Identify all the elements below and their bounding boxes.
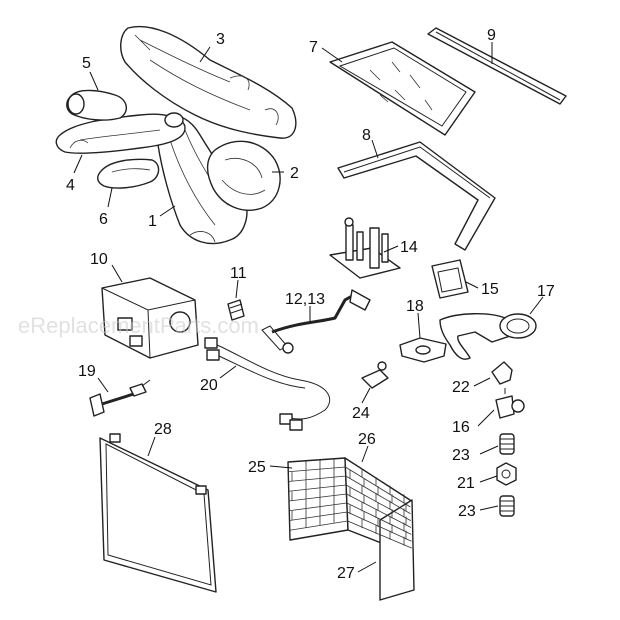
pilot-assembly-14 [329,217,401,279]
spring-23-lower [499,495,515,517]
callout-4: 4 [66,177,75,194]
watermark: eReplacementParts.com [18,313,259,338]
callout-1: 1 [148,213,157,230]
gasket-18 [399,337,447,363]
log-3-top-back [120,25,297,139]
callout-labels: 3 5 4 6 1 2 7 9 8 10 11 12,13 14 15 18 1… [66,27,555,582]
gas-line-12-13 [261,289,371,354]
callout-22: 22 [452,379,470,396]
callout-23-lower: 23 [458,503,476,520]
brick-line [289,511,348,521]
glass-door-28 [99,433,217,593]
callout-12-13: 12,13 [285,291,325,308]
callout-18: 18 [406,298,424,315]
nut-21 [496,462,517,486]
callout-27: 27 [337,565,355,582]
log-5-left [66,89,127,121]
callout-19: 19 [78,363,96,380]
brick-line [347,520,412,549]
brick-line [347,511,412,542]
brick-line [345,484,411,521]
callout-11: 11 [230,265,247,282]
callout-7: 7 [309,39,318,56]
callout-21: 21 [457,475,475,492]
log-6-small [97,158,160,189]
callout-2: 2 [290,165,299,182]
callout-5: 5 [82,55,91,72]
wire-harness-20 [204,337,331,431]
callout-24: 24 [352,405,370,422]
leader-lines [73,42,544,573]
callout-25: 25 [248,459,266,476]
callout-10: 10 [90,251,108,268]
callout-9: 9 [487,27,496,44]
brick-line [346,493,412,528]
callout-26: 26 [358,431,376,448]
brick-line [288,493,347,502]
thermocouple-19 [89,379,151,417]
gas-valve-10 [101,277,199,359]
brick-line [346,502,412,535]
fitting-11 [227,299,245,321]
callout-23-upper: 23 [452,447,470,464]
bar-9 [427,27,567,105]
elbow-22 [491,361,513,385]
callout-20: 20 [200,377,218,394]
log-2-right [206,140,281,211]
callout-16: 16 [452,419,470,436]
brick-panels [287,457,415,601]
callout-6: 6 [99,211,108,228]
brick-line [288,484,347,492]
switch-15 [431,259,469,299]
burner-17 [439,313,537,360]
callout-28: 28 [154,421,172,438]
callout-8: 8 [362,127,371,144]
callout-3: 3 [216,31,225,48]
bracket-8 [337,141,496,251]
brick-line [289,502,347,512]
callout-17: 17 [537,283,555,300]
brick-line [288,475,346,482]
bracket-24 [361,361,389,389]
brick-line [288,466,346,473]
valve-16 [495,388,525,419]
callout-15: 15 [481,281,499,298]
tray-7 [329,41,476,136]
callout-14: 14 [400,239,418,256]
spring-23-upper [499,433,515,455]
brick-line [289,520,348,531]
